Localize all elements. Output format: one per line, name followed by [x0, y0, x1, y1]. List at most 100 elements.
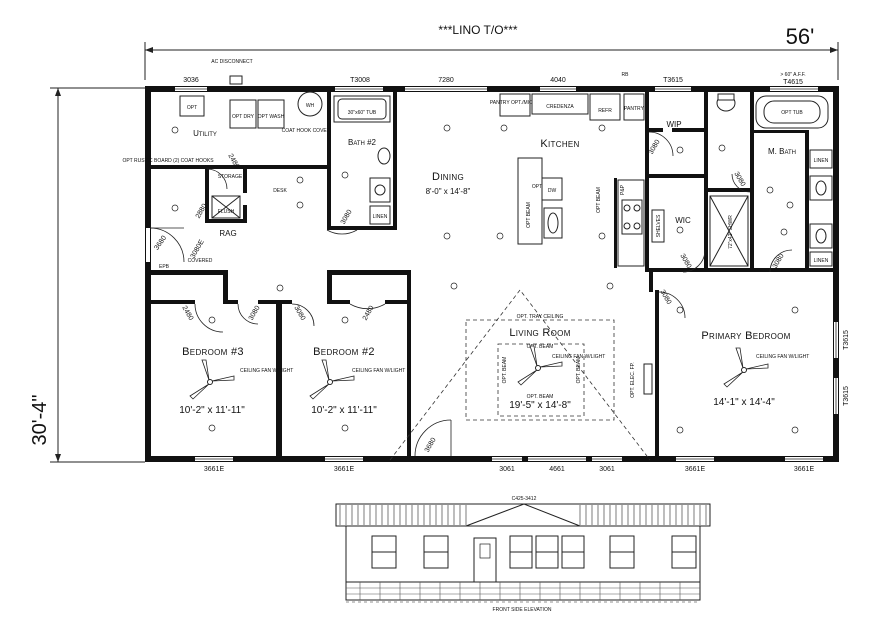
coat-hook-note: COAT HOOK COVER	[282, 128, 331, 134]
wip-label: WIP	[666, 120, 681, 129]
living-fan-note: CEILING FAN W/LIGHT	[552, 354, 605, 360]
bedroom3-fan-note: CEILING FAN W/LIGHT	[240, 368, 293, 374]
window-labels: 3036 T3008 7280 4040 T3615 > 60" A.F.F. …	[183, 72, 850, 473]
window-3061-1-label: 3061	[499, 466, 515, 473]
living-room: OPT. TRAY CEILING Living Room OPT. BEAM …	[389, 289, 653, 461]
window-3061-2-label: 3061	[599, 466, 615, 473]
island-opt-label: OPT	[532, 184, 542, 190]
master-bath-label: M. Bath	[768, 147, 796, 156]
rb-note: RB	[622, 72, 630, 78]
door-3680-side-label: 3680	[153, 235, 168, 252]
bedroom2-label: Bedroom #2	[313, 346, 375, 358]
window-3661e-4-label: 3661E	[794, 466, 815, 473]
window-t3615-right-1-label: T3615	[843, 330, 850, 350]
primary-ceiling-fan-icon	[723, 347, 769, 388]
depth-dimension: 30'-4"	[29, 87, 145, 463]
living-opt-beam-top: OPT. BEAM	[527, 344, 554, 350]
window-3661e-2-label: 3661E	[334, 466, 355, 473]
opt-elec-fp-label: OPT. ELEC. FP.	[630, 362, 636, 397]
bedroom3-size: 10'-2" x 11'-11"	[179, 405, 245, 416]
pantry-label: PANTRY	[624, 106, 644, 112]
front-elevation: C425-3412 FRONT SIDE ELEVATION	[335, 496, 711, 613]
door-2480-bedroom3-label: 2480	[180, 305, 194, 322]
bedroom3: Bedroom #3 10'-2" x 11'-11" CEILING FAN …	[179, 346, 293, 416]
primary-fan-note: CEILING FAN W/LIGHT	[756, 354, 809, 360]
refrigerator-label: REFR	[598, 108, 612, 114]
window-t3615-top-label: T3615	[663, 77, 683, 84]
elevation-code: C425-3412	[512, 496, 537, 502]
living-room-size: 19'-5" x 14'-8"	[509, 400, 571, 411]
opt-dry-label: OPT DRY	[232, 114, 255, 120]
desk-label: DESK	[273, 188, 287, 194]
dishwasher-label: DW	[548, 188, 557, 194]
elevation-windows	[371, 535, 697, 569]
pnp-label: P&P	[620, 184, 626, 195]
opt-tub-label: OPT TUB	[781, 110, 803, 116]
door-2480-bedroom2-label: 2480	[362, 305, 376, 322]
mb-linen-1-label: LINEN	[814, 158, 829, 164]
bedroom2-ceiling-fan-icon	[309, 359, 355, 400]
water-heater-label: WH	[306, 103, 315, 109]
door-swings	[149, 131, 793, 457]
window-t4615-label: T4615	[783, 79, 803, 86]
depth-dimension-label: 30'-4"	[29, 395, 51, 446]
dining-kitchen: Dining 8'-0" x 14'-8" Kitchen PANTRY OPT…	[426, 93, 645, 267]
door-3080-mbath-label: 3080	[732, 171, 746, 188]
primary-bedroom: Primary Bedroom 14'-1" x 14'-4" CEILING …	[701, 330, 809, 408]
door-3080-wip-label: 3080	[648, 139, 662, 156]
storage-label: STORAGE	[218, 174, 243, 180]
foundation-bricks	[346, 582, 700, 600]
bedroom2-fan-note: CEILING FAN W/LIGHT	[352, 368, 405, 374]
kitchen-room-label: Kitchen	[540, 138, 579, 150]
window-3036-label: 3036	[183, 77, 199, 84]
bedroom3-label: Bedroom #3	[182, 346, 244, 358]
primary-bedroom-label: Primary Bedroom	[701, 330, 790, 342]
island-opt-beam-2: OPT BEAM	[596, 187, 602, 213]
living-opt-beam-left: OPT. BEAM	[502, 357, 508, 384]
dining-room-label: Dining	[432, 171, 464, 183]
interior-walls	[145, 92, 833, 462]
door-3080-primary-label: 3080	[658, 289, 672, 306]
ac-disconnect-note: AC DISCONNECT	[211, 59, 252, 65]
roof-shingles	[339, 505, 707, 525]
elevation-title: FRONT SIDE ELEVATION	[493, 607, 552, 613]
bedroom2-size: 10'-2" x 11'-11"	[311, 405, 377, 416]
living-opt-beam-right: OPT. BEAM	[576, 357, 582, 384]
window-3661e-1-label: 3661E	[204, 466, 225, 473]
door-3080-bath2-label: 3080	[340, 209, 354, 226]
master-bath: OPT TUB M. Bath 72"x42" SHWR LINEN LINEN	[709, 93, 833, 267]
door-3080-bedroom3-label: 3080	[248, 305, 262, 322]
window-4040-label: 4040	[550, 77, 566, 84]
opt-tray-ceiling: OPT. TRAY CEILING	[517, 314, 564, 320]
window-3661e-3-label: 3661E	[685, 466, 706, 473]
bedroom2: Bedroom #2 10'-2" x 11'-11" CEILING FAN …	[309, 346, 405, 416]
window-t3008-label: T3008	[350, 77, 370, 84]
bedroom3-ceiling-fan-icon	[189, 359, 235, 400]
door-3080e-label: 3080E	[190, 238, 206, 259]
width-dimension-label: 56'	[786, 24, 815, 49]
primary-bedroom-size: 14'-1" x 14'-4"	[713, 397, 775, 408]
dining-room-size: 8'-0" x 14'-8"	[426, 187, 471, 196]
rustic-board-note: OPT RUSTIC BOARD (2) COAT HOOKS	[122, 158, 214, 164]
bath2-linen-label: LINEN	[373, 214, 388, 220]
utility-fixtures: OPT OPT DRY OPT WASH WH COAT HOOK COVER …	[122, 59, 330, 270]
window-glass-lines	[175, 88, 837, 460]
elevation-front-door	[473, 537, 497, 583]
bath2-room-label: Bath #2	[348, 138, 377, 147]
light-fixture-icons	[171, 124, 799, 434]
bath2-fixtures: 30"x60" TUB Bath #2 LINEN	[333, 95, 391, 225]
living-room-label: Living Room	[509, 327, 570, 339]
living-ceiling-fan-icon	[517, 345, 563, 386]
width-dimension: ***LINO T/O*** 56'	[144, 23, 839, 80]
above-aff-note: > 60" A.F.F.	[780, 72, 805, 78]
door-3080-wic-label: 3080	[678, 253, 692, 270]
rag-label: RAG	[219, 229, 236, 238]
door-labels: 2480 2880 3680 3080E 3080 2480 3080 3080…	[153, 139, 785, 454]
window-7280-label: 7280	[438, 77, 454, 84]
shelves-label: SHELVES	[656, 214, 662, 237]
window-t3615-right-2-label: T3615	[843, 386, 850, 406]
flush-label: FLUSH	[218, 209, 235, 215]
epb-label: EPB	[159, 264, 170, 270]
